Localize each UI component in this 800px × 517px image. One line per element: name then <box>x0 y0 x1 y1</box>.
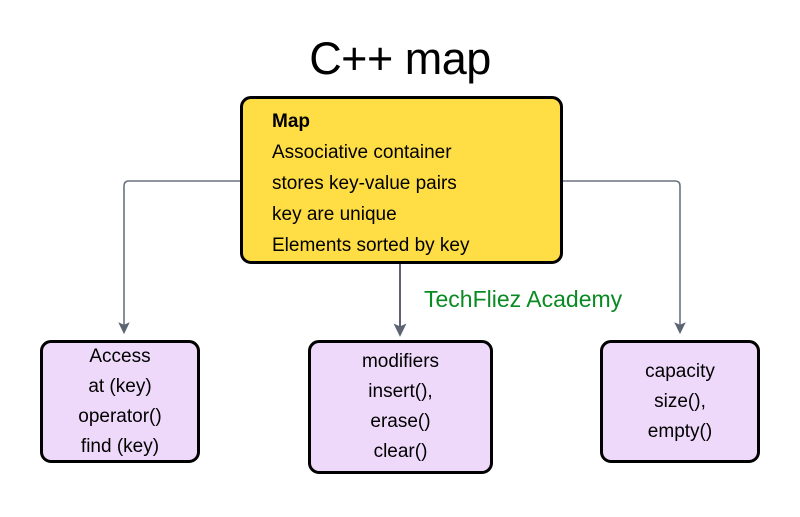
node-access[interactable]: Access at (key) operator() find (key) <box>40 340 200 463</box>
node-capacity-line-3: empty() <box>647 420 713 442</box>
node-modifiers-line-3: erase() <box>370 411 431 432</box>
node-modifiers-line-1: modifiers <box>361 351 440 372</box>
node-map-root-heading: Map <box>272 111 310 132</box>
node-capacity-line-1: capacity <box>645 360 715 382</box>
node-map-root-line-4: Elements sorted by key <box>272 235 470 256</box>
node-map-root-line-3: key are unique <box>272 204 397 225</box>
page-title: C++ map <box>309 33 491 84</box>
node-capacity[interactable]: capacity size(), empty() <box>600 340 760 463</box>
node-map-root-line-2: stores key-value pairs <box>272 173 457 194</box>
edge-root-to-access <box>118 180 240 335</box>
node-access-line-2: at (key) <box>88 375 152 397</box>
node-access-line-1: Access <box>89 345 151 367</box>
node-map-root[interactable]: Map Associative container stores key-val… <box>240 96 563 264</box>
watermark-label: TechFliez Academy <box>424 286 623 312</box>
node-map-root-content: Map Associative container stores key-val… <box>272 106 552 261</box>
node-modifiers-line-2: insert(), <box>368 381 433 402</box>
node-modifiers-line-4: clear() <box>373 441 428 462</box>
node-capacity-line-2: size(), <box>654 390 706 412</box>
node-access-line-3: operator() <box>78 405 162 427</box>
node-access-line-4: find (key) <box>80 435 160 457</box>
node-modifiers[interactable]: modifiers insert(), erase() clear() <box>308 340 493 474</box>
node-map-root-line-1: Associative container <box>272 142 452 163</box>
